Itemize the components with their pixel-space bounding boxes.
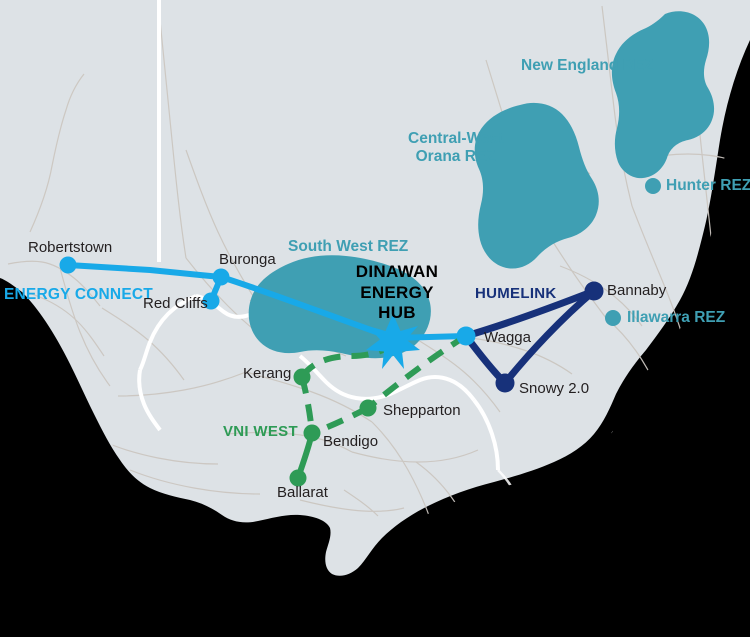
project-label-energy-connect: ENERGY CONNECT bbox=[4, 286, 153, 303]
node-robertstown[interactable] bbox=[59, 256, 77, 274]
city-label-robertstown: Robertstown bbox=[28, 239, 113, 256]
node-wagga[interactable] bbox=[456, 326, 476, 346]
dinawan-hub-label: DINAWAN ENERGY HUB bbox=[349, 262, 445, 324]
dinawan-hub-label-line1: DINAWAN bbox=[355, 262, 439, 281]
node-buronga[interactable] bbox=[212, 268, 230, 286]
dinawan-hub-label-line2: ENERGY bbox=[360, 282, 434, 302]
city-label-shepparton: Shepparton bbox=[383, 402, 461, 419]
city-label-red-cliffs: Red Cliffs bbox=[143, 295, 208, 312]
node-snowy[interactable] bbox=[495, 373, 515, 393]
city-label-kerang: Kerang bbox=[243, 365, 292, 382]
city-label-snowy: Snowy 2.0 bbox=[519, 380, 590, 397]
project-label-vni-west: VNI WEST bbox=[223, 423, 298, 440]
rez-label-new-england: New England REZ bbox=[521, 57, 654, 74]
city-label-wagga: Wagga bbox=[484, 329, 531, 346]
node-bannaby[interactable] bbox=[584, 281, 604, 301]
node-bendigo[interactable] bbox=[303, 424, 321, 442]
rez-label-south-west: South West REZ bbox=[288, 238, 409, 255]
node-red-cliffs[interactable] bbox=[202, 292, 220, 310]
rez-shape-central-west-orana bbox=[474, 102, 599, 269]
rez-dot-hunter bbox=[645, 178, 661, 194]
state-border bbox=[157, 0, 161, 262]
rez-label-central-west-orana-line1: Central-West bbox=[408, 130, 504, 147]
dinawan-hub-star-icon[interactable] bbox=[366, 314, 420, 369]
city-label-bendigo: Bendigo bbox=[323, 433, 379, 450]
rez-label-hunter: Hunter REZ bbox=[666, 177, 750, 194]
city-label-ballarat: Ballarat bbox=[277, 484, 328, 501]
project-label-humelink: HUMELINK bbox=[475, 285, 557, 302]
node-kerang[interactable] bbox=[293, 368, 311, 386]
city-label-bannaby: Bannaby bbox=[607, 282, 667, 299]
dinawan-hub-label-line3: HUB bbox=[378, 303, 416, 323]
rez-dot-illawarra bbox=[605, 310, 621, 326]
rez-shape-new-england bbox=[611, 11, 715, 179]
rez-label-central-west-orana-line2: Orana REZ bbox=[415, 148, 496, 166]
city-label-buronga: Buronga bbox=[219, 251, 276, 268]
rez-label-illawarra: Illawarra REZ bbox=[627, 309, 726, 326]
node-ballarat[interactable] bbox=[289, 469, 307, 487]
rez-label-central-west-orana: Central-West Orana REZ bbox=[408, 130, 503, 167]
node-shepparton[interactable] bbox=[359, 399, 377, 417]
